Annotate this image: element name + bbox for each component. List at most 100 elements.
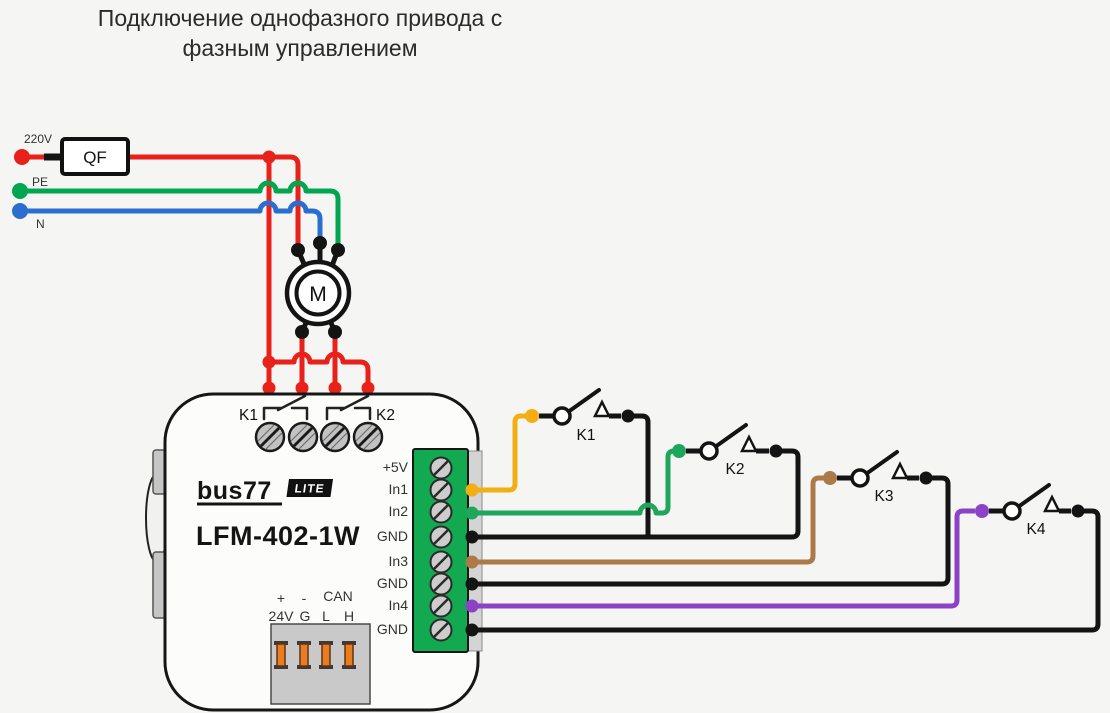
switch-k3-circuit: K3 xyxy=(465,450,933,569)
switch-k2-label: K2 xyxy=(726,461,745,478)
bus-label-l: L xyxy=(322,608,330,624)
io-label-in2: In2 xyxy=(389,503,409,519)
in3-wire xyxy=(472,475,824,565)
bus-label-h: H xyxy=(344,608,354,624)
relay-k1-label: K1 xyxy=(239,407,258,424)
switch-k1-circuit: K1 xyxy=(465,388,635,497)
gnd-wire-row4-k2 xyxy=(472,448,801,540)
switch-k1-end-dot xyxy=(621,409,635,423)
phase-source-dot xyxy=(14,149,30,165)
switch-k4-end-dot xyxy=(1071,504,1085,518)
io-label-5v: +5V xyxy=(383,459,409,475)
switch-k4-label: K4 xyxy=(1027,521,1046,538)
io-terminal-labels: +5V In1 In2 GND In3 GND In4 GND xyxy=(377,459,409,637)
bus-label-can: CAN xyxy=(323,588,353,604)
bus-label-g: G xyxy=(300,608,311,624)
in3-junction-dot xyxy=(823,471,837,485)
in4-terminal-dot xyxy=(465,599,479,613)
relay-screw xyxy=(352,421,384,453)
in4-wire xyxy=(472,508,975,609)
phase-junction-dot-top xyxy=(262,150,276,164)
relay-contact-symbols xyxy=(262,394,372,421)
switch-k1-symbol xyxy=(539,388,621,426)
phase-junction-dot-bottom xyxy=(262,355,276,369)
switch-k3-symbol xyxy=(837,450,919,488)
io-screw xyxy=(429,456,453,480)
device-brand: bus77 xyxy=(197,477,272,505)
switch-k2-circuit: K2 xyxy=(465,423,783,520)
io-screw xyxy=(429,550,453,574)
bus-pin xyxy=(342,641,356,669)
bus-connector-block xyxy=(270,623,371,705)
io-terminal-block xyxy=(412,448,469,653)
device-module: K1 K2 xyxy=(145,392,483,712)
phase-main-wire xyxy=(128,154,301,245)
in2-wire xyxy=(472,448,677,516)
io-screw xyxy=(429,618,453,642)
in2-junction-dot xyxy=(672,444,686,458)
pe-source-dot xyxy=(12,183,28,199)
motor: M xyxy=(284,236,352,339)
bus-pin xyxy=(297,641,311,669)
switch-k3-end-dot xyxy=(919,471,933,485)
relay-terminal-dot-3 xyxy=(328,381,342,395)
io-label-gnd3: GND xyxy=(377,621,408,637)
switch-k2-symbol xyxy=(686,423,769,461)
neutral-wire-group: N xyxy=(12,200,323,238)
breaker-box xyxy=(60,137,130,176)
switch-k3-label: K3 xyxy=(875,488,894,505)
neutral-wire xyxy=(20,200,323,238)
gnd-terminal-dot-3 xyxy=(465,623,479,637)
phase-voltage-label: 220V xyxy=(24,132,52,146)
bus-pin xyxy=(274,641,288,669)
in3-terminal-dot xyxy=(465,555,479,569)
pe-label: PE xyxy=(32,175,48,189)
gnd-wire-k1-return xyxy=(628,413,651,535)
device-badge-label: LITE xyxy=(294,482,326,496)
io-label-in4: In4 xyxy=(389,597,409,613)
bus-terminal-labels: + - CAN 24V G L H xyxy=(269,588,355,624)
motor-inner-ring xyxy=(294,269,342,317)
bus-label-24v: 24V xyxy=(269,608,295,624)
gnd-wire-row8-k4 xyxy=(472,508,1101,633)
diagram-title: Подключение однофазного привода с фазным… xyxy=(40,3,560,63)
relay-terminal-dot-2 xyxy=(295,381,309,395)
relay-screw xyxy=(319,421,351,453)
relay-contact-symbol-1 xyxy=(262,394,309,421)
io-screw xyxy=(429,572,453,596)
motor-label: M xyxy=(309,283,327,306)
device-badge: LITE xyxy=(286,479,333,497)
neutral-label: N xyxy=(36,217,45,231)
bus-label-plus: + xyxy=(277,590,285,606)
bus-label-minus: - xyxy=(302,590,307,606)
gnd-dots xyxy=(465,530,479,637)
phase-wires xyxy=(22,154,371,385)
io-screw xyxy=(429,594,453,618)
relay-k2-label: K2 xyxy=(376,407,395,424)
io-screw xyxy=(429,478,453,502)
relay-terminal-dot-1 xyxy=(262,381,276,395)
gnd-terminal-dot-2 xyxy=(465,577,479,591)
switch-k1-label: K1 xyxy=(577,427,596,444)
motor-terminal-dots xyxy=(291,236,345,339)
phase-bottom-link xyxy=(269,351,371,385)
in1-junction-dot xyxy=(525,409,539,423)
relay-contact-symbol-2 xyxy=(325,394,372,421)
gnd-terminal-dot-1 xyxy=(465,530,479,544)
in1-wire xyxy=(472,413,526,493)
gnd-wire-row6-k3 xyxy=(472,475,951,587)
neutral-source-dot xyxy=(12,203,28,219)
switch-k4-circuit: K4 xyxy=(465,483,1085,613)
gnd-wires xyxy=(472,413,1101,633)
diagram-title-line1: Подключение однофазного привода с xyxy=(97,5,503,31)
io-screw xyxy=(429,525,453,549)
in2-terminal-dot xyxy=(465,506,479,520)
io-label-in3: In3 xyxy=(389,553,409,569)
pe-wire-group: PE xyxy=(12,175,341,245)
phase-dots xyxy=(14,149,375,395)
in1-terminal-dot xyxy=(465,483,479,497)
in4-junction-dot xyxy=(975,504,989,518)
bus-connector-pins xyxy=(274,641,356,669)
breaker-label: QF xyxy=(83,148,107,167)
